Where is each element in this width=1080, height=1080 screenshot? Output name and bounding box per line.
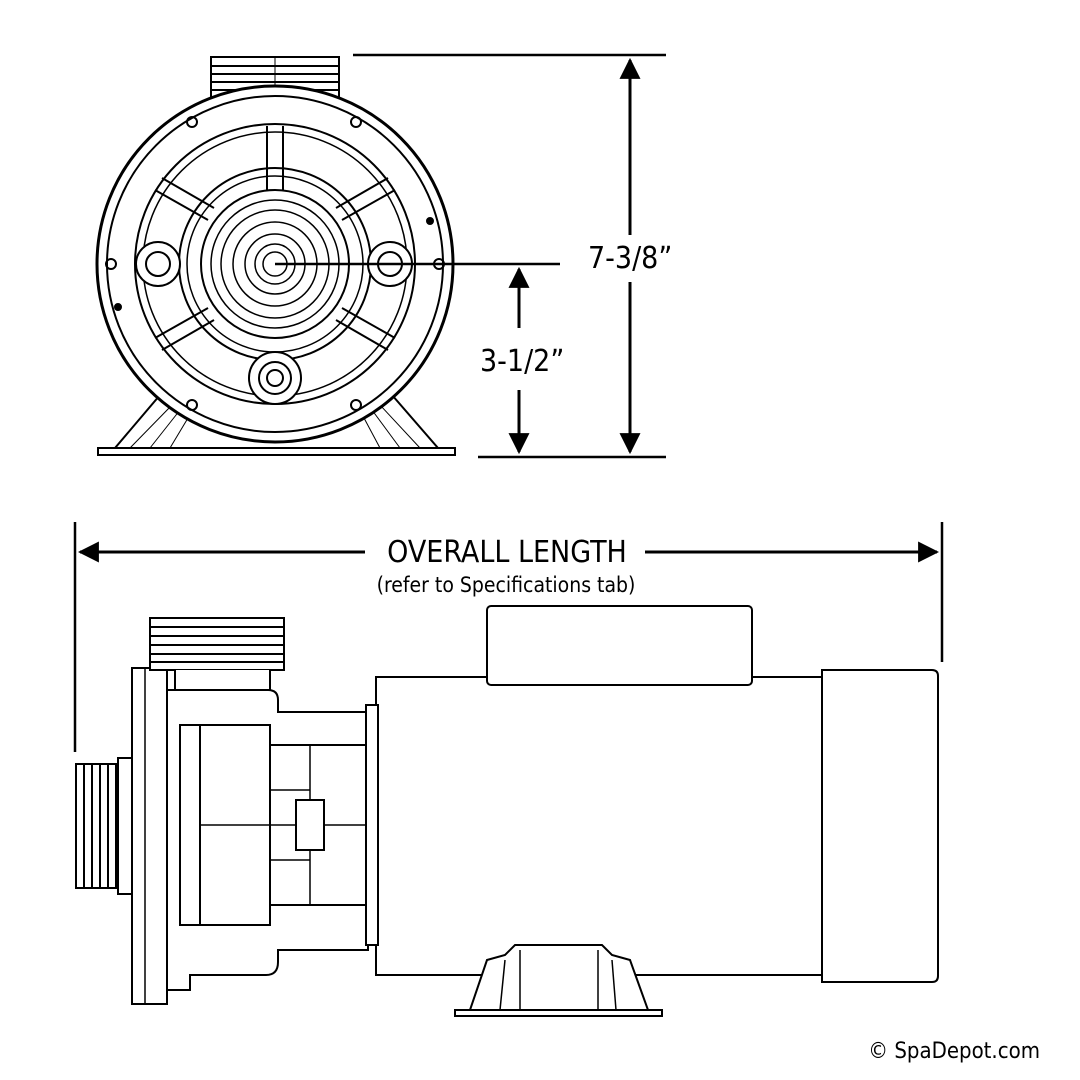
height-label: 7-3/8” — [588, 241, 672, 276]
side-dimensions: OVERALL LENGTH (refer to Specifications … — [73, 522, 944, 752]
shaft-height-label: 3-1/2” — [480, 344, 564, 379]
overall-length-note: (refer to Specifications tab) — [377, 573, 636, 597]
bolt-holes — [105, 116, 445, 411]
side-view-drawing — [75, 605, 939, 1017]
capacitor-box — [486, 605, 753, 686]
side-discharge-port — [149, 617, 285, 691]
overall-length-label: OVERALL LENGTH — [387, 535, 627, 570]
housing-ribs — [154, 126, 396, 351]
suction-port — [75, 757, 133, 895]
side-foot — [454, 944, 663, 1017]
front-view-drawing — [95, 56, 456, 456]
pump-flange — [131, 667, 168, 1005]
motor-end-cap — [821, 669, 939, 983]
motor-body — [375, 676, 823, 976]
copyright-credit: © SpaDepot.com — [868, 1039, 1040, 1064]
front-dimensions: 7-3/8” 3-1/2” — [275, 53, 672, 459]
